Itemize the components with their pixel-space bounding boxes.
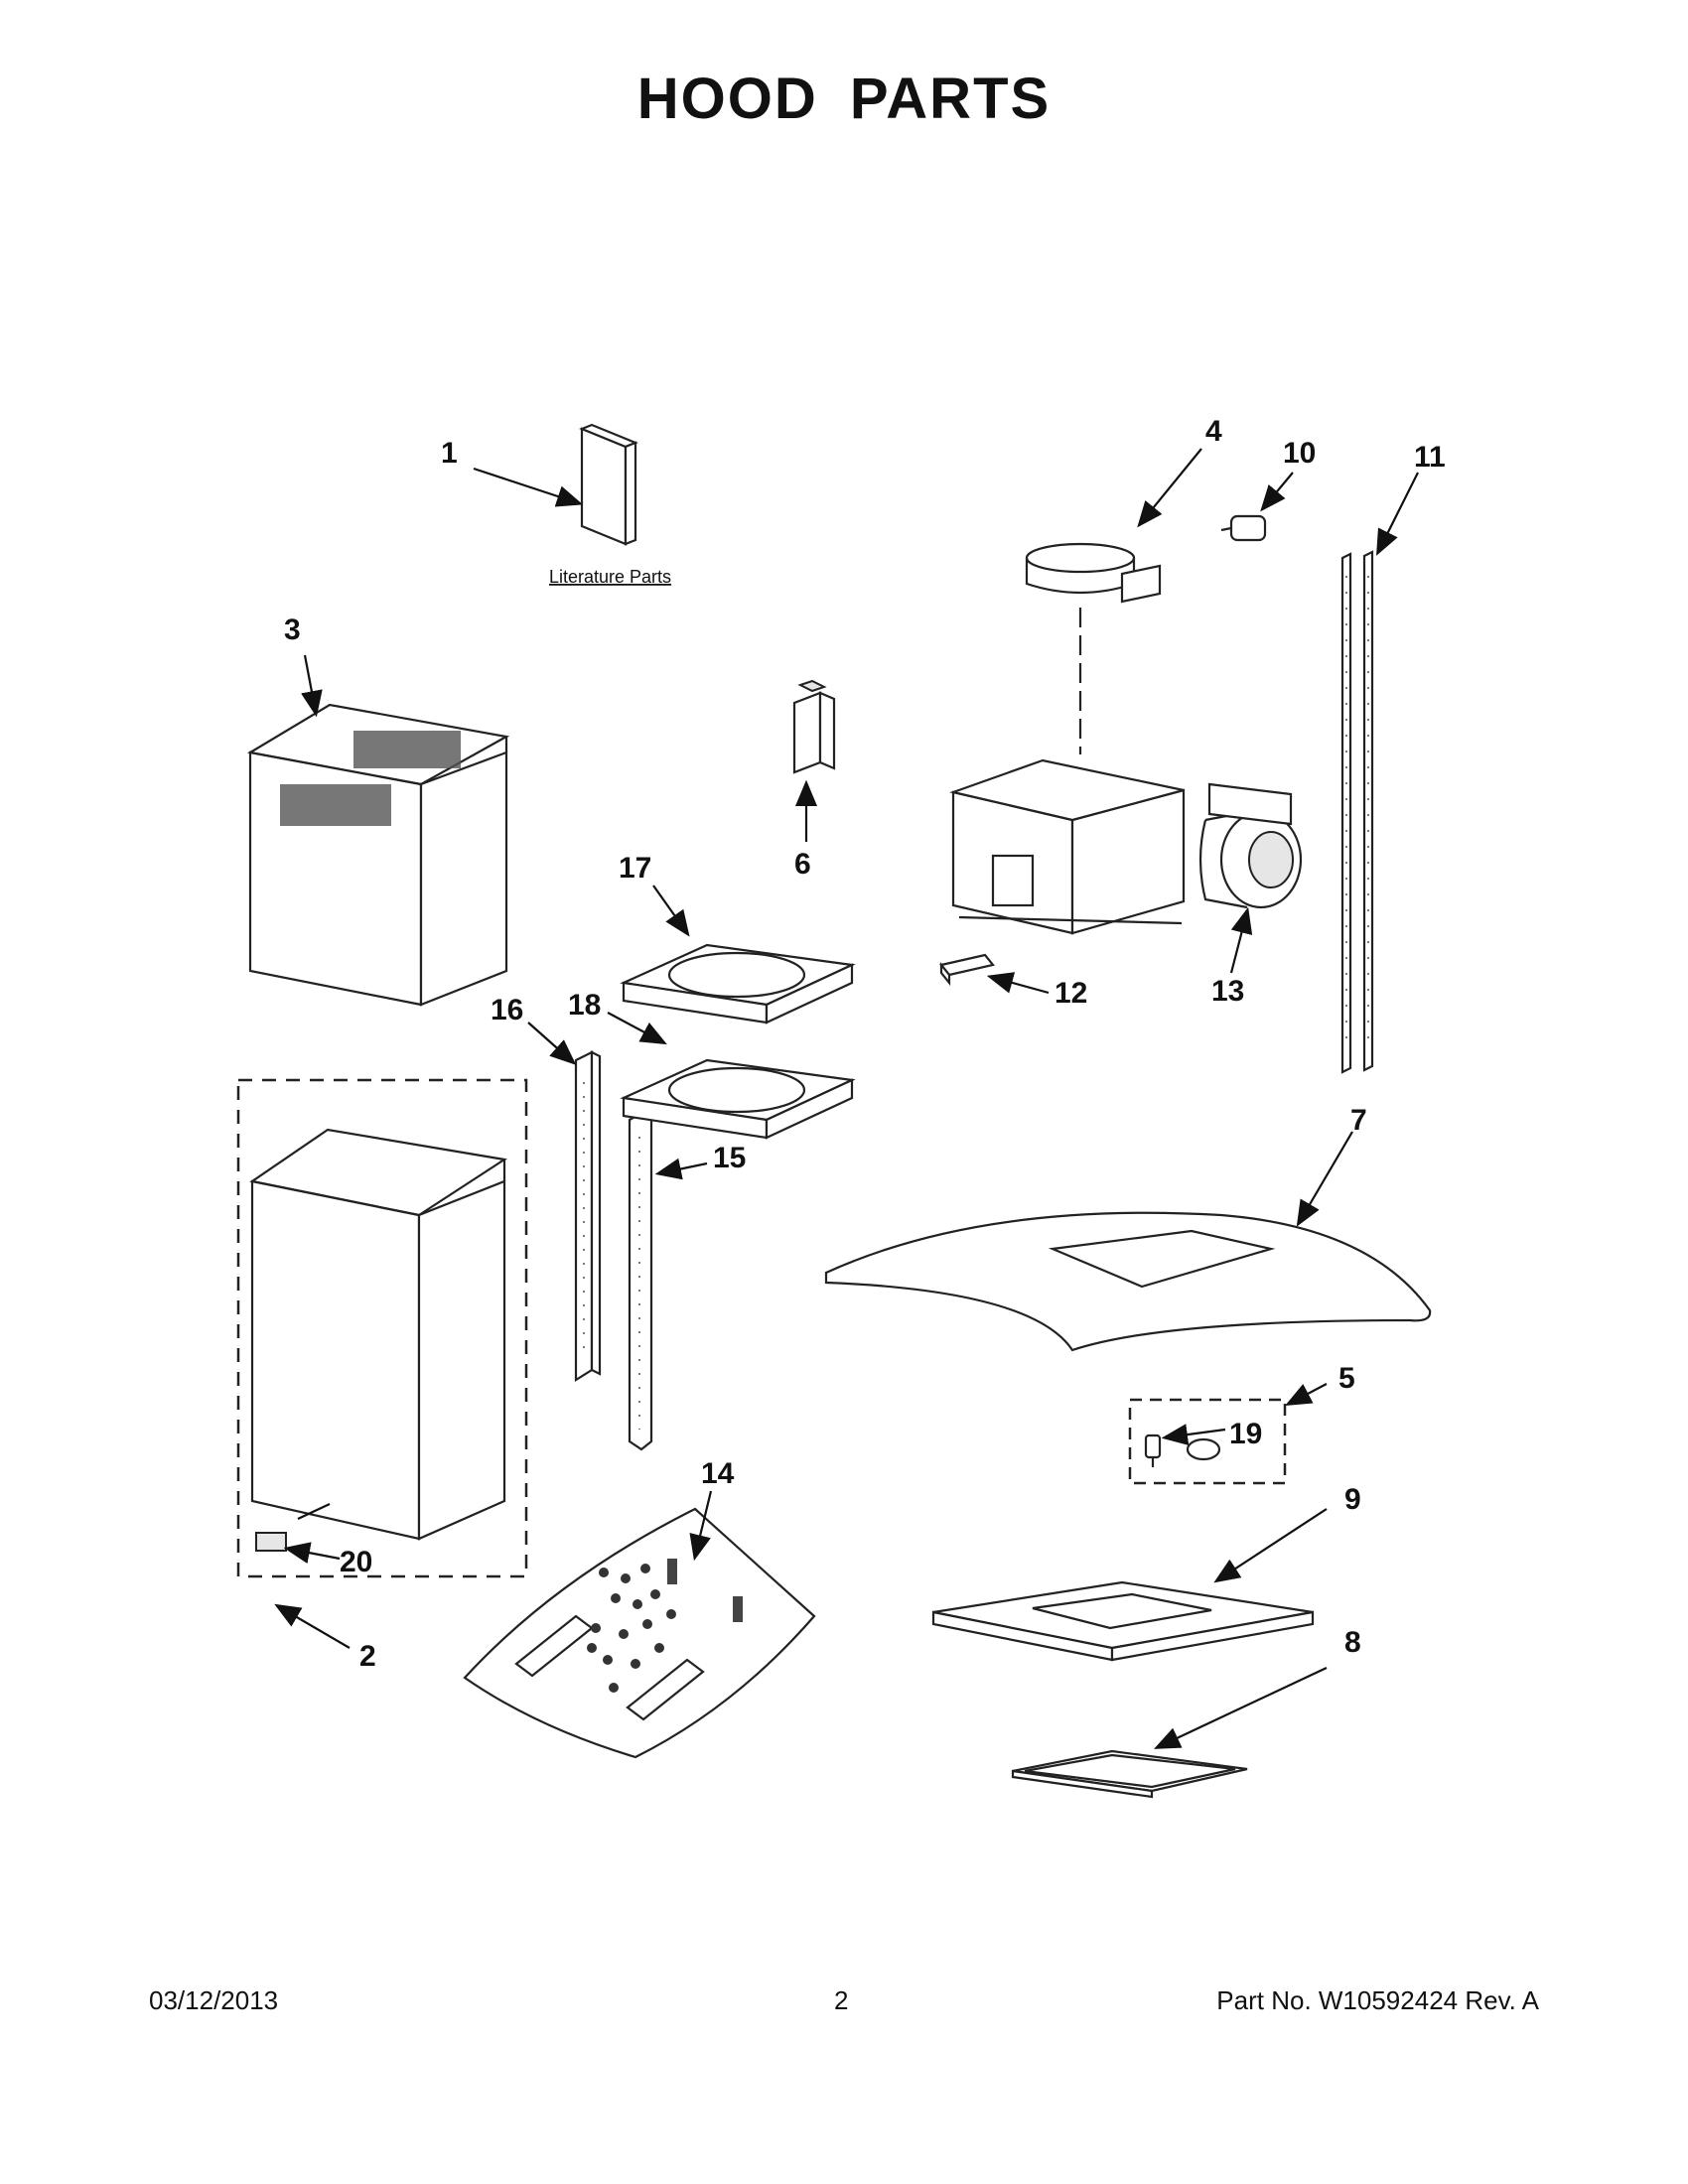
part-label-20: 20 — [340, 1546, 372, 1578]
terminal-block — [939, 953, 995, 987]
mounting-plate-17 — [620, 943, 856, 1024]
lower-chimney — [249, 1128, 507, 1541]
part-label-18: 18 — [568, 989, 601, 1022]
footer-date: 03/12/2013 — [149, 1985, 279, 2015]
mounting-plate-18 — [620, 1058, 856, 1140]
page-title: HOOD PARTS — [636, 67, 1052, 131]
footer-page-number: 2 — [834, 1985, 849, 2015]
part-label-14: 14 — [701, 1457, 735, 1490]
part-label-6: 6 — [794, 848, 811, 881]
part-label-15: 15 — [713, 1142, 746, 1174]
capacitor — [1220, 514, 1267, 542]
filter-frame — [931, 1580, 1315, 1662]
part-label-19: 19 — [1229, 1418, 1262, 1450]
part-label-13: 13 — [1211, 975, 1244, 1008]
part-label-12: 12 — [1055, 977, 1087, 1010]
lower-chimney-kit-box — [236, 1078, 528, 1578]
support-bracket-16 — [574, 1050, 602, 1382]
side-rails — [1340, 550, 1374, 1074]
part-label-3: 3 — [284, 614, 301, 646]
control-module — [792, 679, 836, 774]
literature-booklet — [579, 423, 638, 546]
part-label-17: 17 — [619, 852, 651, 885]
hood-canopy — [824, 1211, 1432, 1352]
hardware-bag — [463, 1507, 816, 1759]
part-label-4: 4 — [1205, 415, 1222, 448]
upper-chimney — [246, 703, 510, 1007]
label-sticker — [255, 1532, 287, 1552]
blower-motor — [1198, 782, 1303, 909]
switch-and-knob — [1144, 1433, 1221, 1467]
part-label-7: 7 — [1350, 1104, 1367, 1137]
grease-filter — [1011, 1749, 1248, 1799]
blower-housing — [949, 758, 1186, 935]
literature-parts-label: Literature Parts — [549, 567, 671, 587]
part-label-1: 1 — [441, 437, 458, 470]
support-bracket-15 — [628, 1110, 653, 1451]
part-label-10: 10 — [1283, 437, 1316, 470]
part-label-2: 2 — [359, 1640, 376, 1673]
part-label-11: 11 — [1414, 441, 1446, 474]
part-label-8: 8 — [1344, 1626, 1361, 1659]
part-label-9: 9 — [1344, 1483, 1361, 1516]
damper-collar — [1025, 542, 1162, 604]
part-label-5: 5 — [1338, 1362, 1355, 1395]
footer-part-number: Part No. W10592424 Rev. A — [1216, 1985, 1539, 2015]
part-label-16: 16 — [491, 994, 523, 1026]
